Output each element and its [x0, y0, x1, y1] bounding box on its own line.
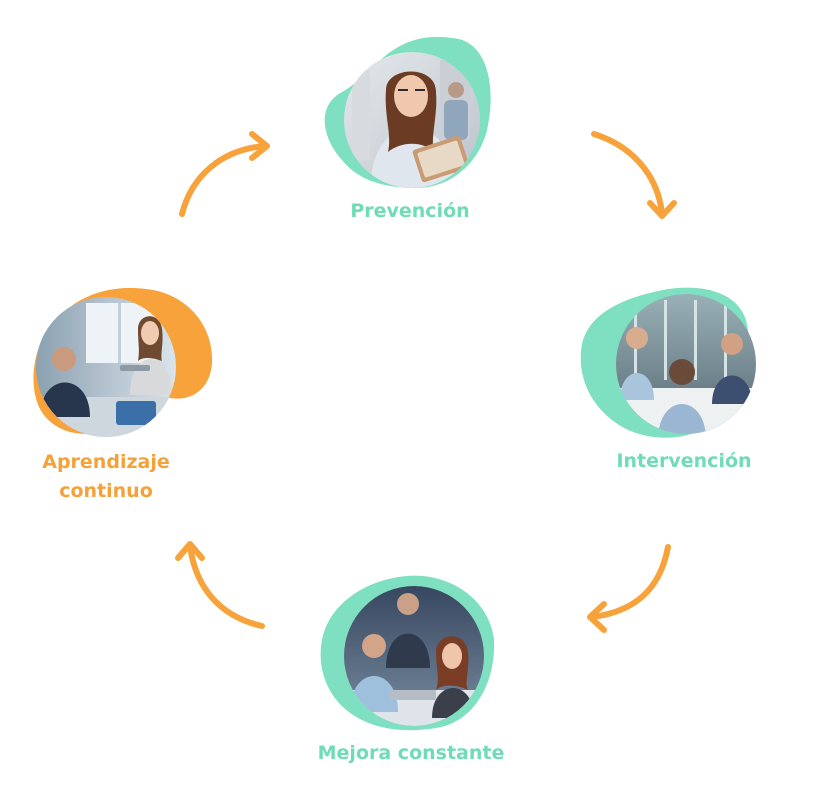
node-prevencion: [312, 30, 502, 200]
label-aprendizaje-line2: continuo: [59, 480, 153, 502]
label-aprendizaje: Aprendizaje continuo: [26, 448, 186, 506]
label-aprendizaje-line1: Aprendizaje: [42, 451, 170, 473]
group-at-laptop-photo: [344, 586, 484, 726]
label-intervencion: Intervención: [616, 450, 752, 472]
office-presentation-photo: [36, 297, 176, 437]
arrow-prevencion-to-intervencion: [591, 131, 677, 219]
label-prevencion: Prevención: [350, 200, 470, 222]
label-mejora: Mejora constante: [317, 742, 505, 764]
arrow-intervencion-to-mejora: [587, 544, 671, 633]
node-mejora: [310, 572, 500, 732]
arrow-aprendizaje-to-prevencion: [179, 131, 270, 217]
node-aprendizaje: [26, 285, 216, 445]
woman-with-tablet-photo: [344, 52, 480, 188]
node-intervencion: [574, 280, 764, 450]
arrow-mejora-to-aprendizaje: [175, 541, 265, 629]
